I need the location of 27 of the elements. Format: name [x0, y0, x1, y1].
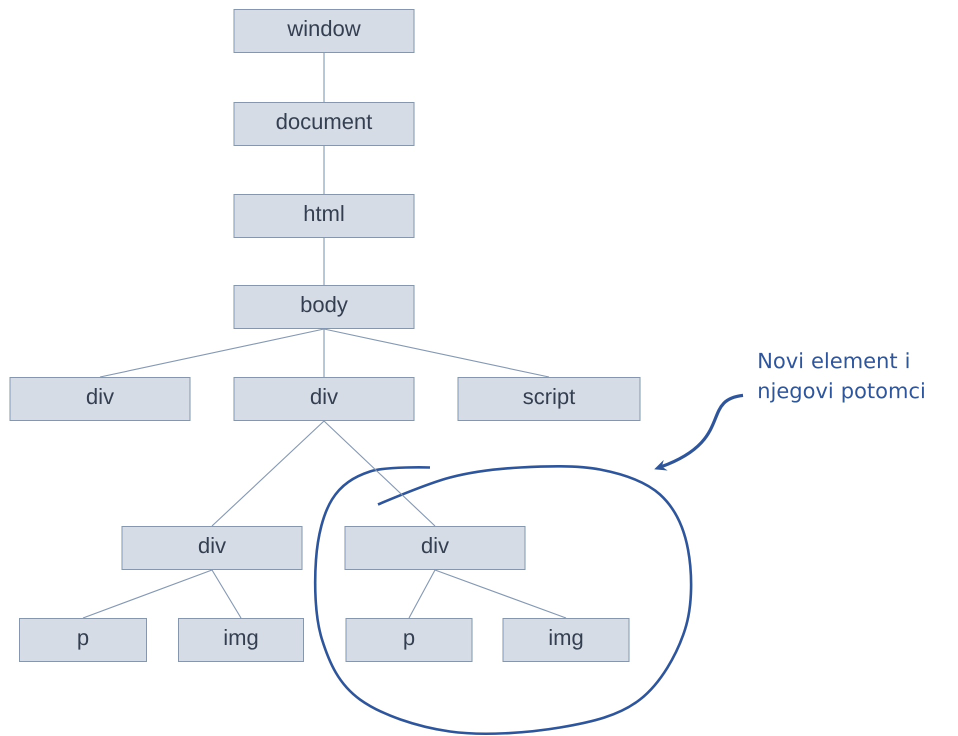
connector-line — [100, 328, 324, 378]
element-box: div — [234, 377, 414, 421]
connector-line — [82, 570, 212, 619]
hand-drawn-loop — [314, 465, 692, 735]
connector-line — [212, 570, 242, 618]
element-box: img — [178, 618, 304, 662]
element-box: p — [19, 618, 147, 662]
element-box: html — [234, 194, 414, 238]
element-box: body — [234, 285, 414, 329]
element-box: script — [458, 377, 640, 421]
connector-line — [323, 238, 325, 285]
element-box: p — [346, 618, 472, 662]
connector-line — [212, 420, 324, 526]
callout-text: Novi element i njegovi potomci — [759, 352, 924, 403]
element-box: img — [502, 618, 630, 662]
connector-line — [323, 146, 325, 194]
element-box: div — [10, 377, 190, 421]
element-box: window — [234, 9, 414, 53]
connector-line — [408, 570, 436, 618]
element-box: div — [122, 526, 302, 570]
connector-line — [324, 328, 550, 378]
connector-line — [323, 53, 325, 102]
connector-line — [434, 570, 566, 619]
connector-line — [323, 329, 325, 377]
element-box: div — [344, 526, 526, 570]
connector-line — [324, 420, 436, 526]
element-box: document — [234, 102, 414, 146]
